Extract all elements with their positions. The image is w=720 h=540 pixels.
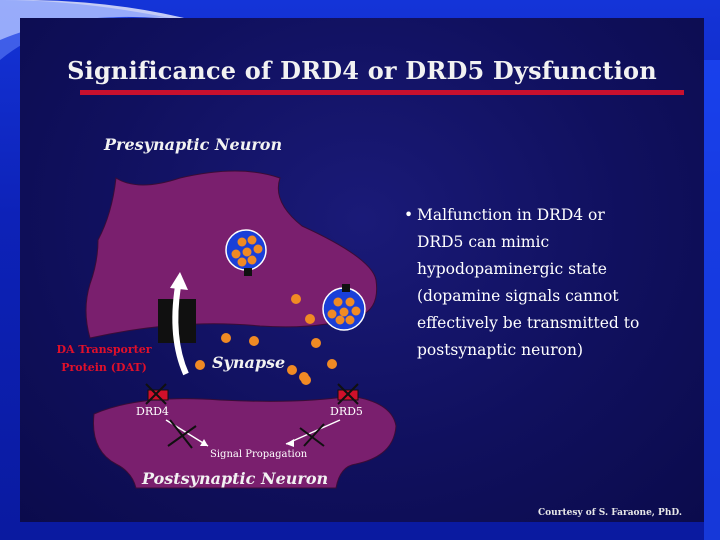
bullet-line: (dopamine signals cannot xyxy=(417,283,694,310)
bullet-line: Malfunction in DRD4 or xyxy=(417,202,694,229)
bullet-line: DRD5 can mimic xyxy=(417,229,694,256)
dat-label-line1: DA Transporter xyxy=(56,343,151,356)
drd5-label: DRD5 xyxy=(330,405,363,418)
bullet-line: hypodopaminergic state xyxy=(417,256,694,283)
bullet-line: postsynaptic neuron) xyxy=(417,337,694,364)
bullet-marker: • xyxy=(404,202,413,229)
courtesy-credit: Courtesy of S. Faraone, PhD. xyxy=(538,508,682,518)
presynaptic-label: Presynaptic Neuron xyxy=(103,135,282,154)
bullet-line: effectively be transmitted to xyxy=(417,310,694,337)
synapse-label: Synapse xyxy=(212,353,285,372)
signal-propagation-label: Signal Propagation xyxy=(210,449,308,460)
dat-label-line2: Protein (DAT) xyxy=(61,361,147,374)
postsynaptic-label: Postsynaptic Neuron xyxy=(141,469,328,488)
bullet-list: • Malfunction in DRD4 or DRD5 can mimic … xyxy=(404,202,694,364)
bullet-text: Malfunction in DRD4 or DRD5 can mimic hy… xyxy=(417,202,694,364)
slide-canvas: Significance of DRD4 or DRD5 Dysfunction xyxy=(20,18,704,522)
drd4-label: DRD4 xyxy=(136,405,169,418)
